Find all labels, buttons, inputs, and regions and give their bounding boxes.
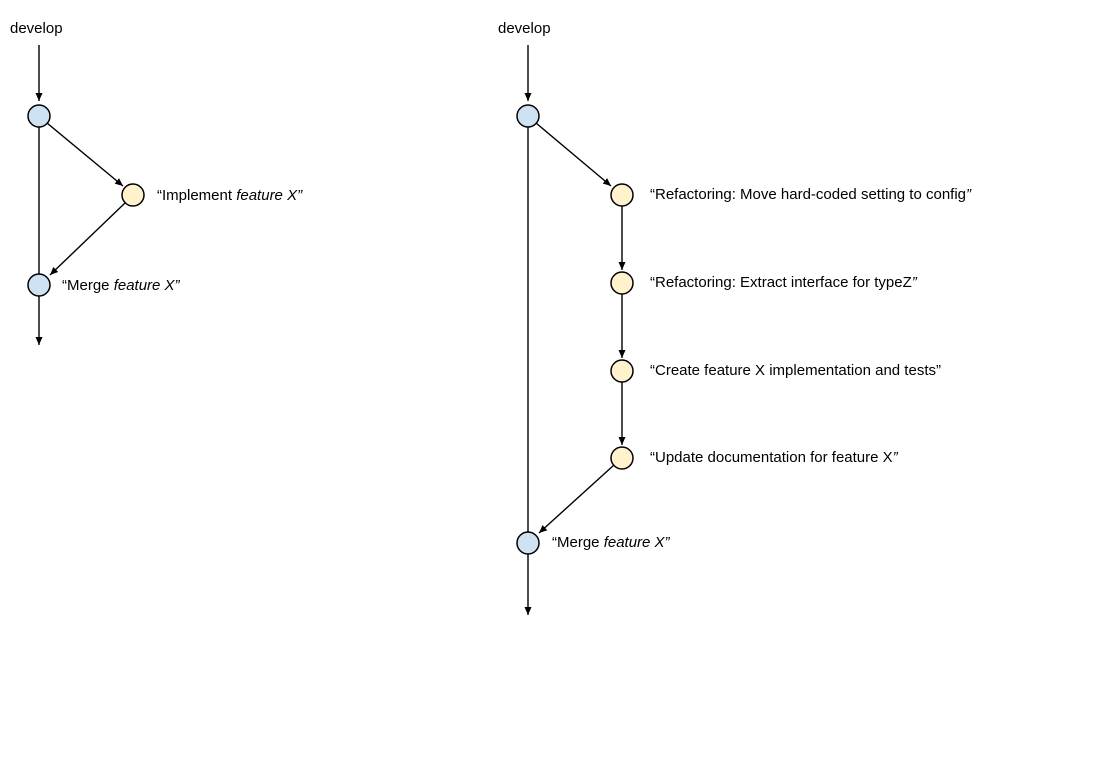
merge-commit-node [516,531,540,555]
label-italic: feature X” [603,534,670,551]
branch-arrow [46,122,124,187]
feature-commit-node-2 [610,271,634,295]
commit-message-extract-interface: “Refactoring: Extract interface for type… [650,274,917,292]
label-italic: feature X” [236,187,303,204]
label-plain: “Merge [552,534,604,551]
commit-message-implement-feature-x: “Implement feature X” [157,187,302,205]
commit-message-update-documentation: “Update documentation for feature X” [650,449,898,467]
label-italic: ” [911,274,917,291]
commit-message-refactor-config: “Refactoring: Move hard-coded setting to… [650,186,971,204]
label-italic: ” [966,186,972,203]
left-diagram [27,45,145,345]
label-plain: “Update documentation for feature X [650,449,893,466]
feature-commit-node [121,183,145,207]
merge-arrow [49,202,126,276]
label-italic: ” [892,449,898,466]
feature-commit-node-4 [610,446,634,470]
label-plain: “Refactoring: Move hard-coded setting to… [650,186,967,203]
right-diagram [516,45,634,615]
label-plain: “Merge [62,277,114,294]
merge-commit-node [27,273,51,297]
label-plain: “Implement [157,187,237,204]
merge-arrow [538,464,615,534]
feature-commit-node-1 [610,183,634,207]
branch-arrow [535,122,612,187]
label-italic: feature X” [113,277,180,294]
branch-label-develop: develop [10,20,63,37]
develop-commit-node [27,104,51,128]
commit-message-merge-feature-x: “Merge feature X” [62,277,180,295]
commit-message-create-implementation: “Create feature X implementation and tes… [650,362,941,380]
branch-label-develop: develop [498,20,551,37]
label-plain: “Refactoring: Extract interface for type… [650,274,912,291]
label-plain: “Create feature X implementation and tes… [650,362,941,379]
feature-commit-node-3 [610,359,634,383]
commit-message-merge-feature-x: “Merge feature X” [552,534,670,552]
develop-commit-node [516,104,540,128]
